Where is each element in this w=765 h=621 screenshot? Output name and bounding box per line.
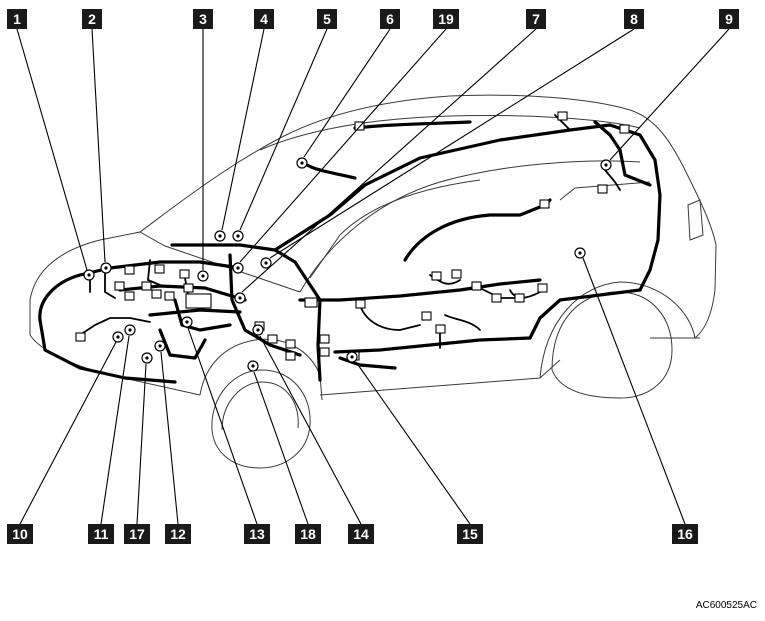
connector: [75, 332, 86, 342]
ground-point-16: [574, 247, 586, 259]
connector: [597, 184, 608, 194]
connectors: [75, 111, 630, 361]
svg-text:15: 15: [462, 526, 478, 542]
connector: [183, 283, 194, 293]
connector: [431, 271, 442, 281]
svg-text:5: 5: [323, 11, 331, 27]
svg-text:18: 18: [300, 526, 316, 542]
connector: [514, 293, 525, 303]
connector: [285, 339, 296, 349]
ground-point-14: [252, 324, 264, 336]
junction-block: [185, 293, 212, 309]
connector: [179, 269, 190, 279]
callout-1: 1: [7, 9, 27, 29]
connector: [319, 334, 330, 344]
ground-point-3: [197, 270, 209, 282]
callout-9: 9: [719, 9, 739, 29]
ground-point-6: [296, 157, 308, 169]
callout-13: 13: [244, 524, 270, 544]
ground-point-2: [100, 262, 112, 274]
connector: [124, 291, 135, 301]
svg-text:2: 2: [88, 11, 96, 27]
ground-point-19: [232, 262, 244, 274]
connector: [421, 311, 432, 321]
connector: [151, 289, 162, 299]
svg-text:14: 14: [353, 526, 369, 542]
connector: [471, 281, 482, 291]
svg-text:12: 12: [170, 526, 186, 542]
svg-text:3: 3: [199, 11, 207, 27]
connector: [285, 351, 296, 361]
svg-text:17: 17: [129, 526, 145, 542]
connector: [491, 293, 502, 303]
ground-point-13: [181, 316, 193, 328]
ground-point-1: [83, 269, 95, 281]
connector: [355, 299, 366, 309]
svg-text:19: 19: [438, 11, 454, 27]
callout-2: 2: [82, 9, 102, 29]
callout-11: 11: [88, 524, 114, 544]
wiring-harness-runs: [38, 114, 662, 384]
connector: [537, 283, 548, 293]
svg-text:10: 10: [12, 526, 28, 542]
callout-6: 6: [380, 9, 400, 29]
ground-point-15: [346, 351, 358, 363]
ground-point-18: [247, 360, 259, 372]
connector: [164, 291, 175, 301]
ground-point-8: [260, 257, 272, 269]
svg-text:8: 8: [630, 11, 638, 27]
callout-19: 19: [433, 9, 459, 29]
svg-text:1: 1: [13, 11, 21, 27]
callout-16: 16: [672, 524, 698, 544]
callout-17: 17: [124, 524, 150, 544]
svg-text:9: 9: [725, 11, 733, 27]
ground-point-10: [112, 331, 124, 343]
connector: [354, 121, 365, 131]
connector: [304, 297, 318, 308]
svg-text:6: 6: [386, 11, 394, 27]
callout-7: 7: [526, 9, 546, 29]
callout-12: 12: [165, 524, 191, 544]
connector: [141, 281, 152, 291]
figure-code: AC600525AC: [695, 600, 757, 611]
leader-lines: [16, 28, 730, 525]
ground-point-9: [600, 159, 612, 171]
svg-text:11: 11: [94, 526, 109, 542]
ground-point-4: [214, 230, 226, 242]
ground-point-12: [154, 340, 166, 352]
connector: [114, 281, 125, 291]
connector: [154, 264, 165, 274]
connector: [619, 124, 630, 134]
connector: [539, 199, 550, 209]
callout-18: 18: [295, 524, 321, 544]
callout-15: 15: [457, 524, 483, 544]
connector: [124, 265, 135, 275]
connector: [435, 324, 446, 334]
callout-14: 14: [348, 524, 374, 544]
svg-text:4: 4: [260, 11, 268, 27]
callout-10: 10: [7, 524, 33, 544]
connector: [267, 334, 278, 344]
connector: [451, 269, 462, 279]
ground-point-17: [141, 352, 153, 364]
callout-3: 3: [193, 9, 213, 29]
connector: [557, 111, 568, 121]
ground-point-7: [234, 292, 246, 304]
vehicle-body-outline: [29, 94, 717, 469]
ground-point-11: [124, 324, 136, 336]
connector: [319, 347, 330, 357]
svg-text:13: 13: [249, 526, 265, 542]
svg-text:16: 16: [677, 526, 693, 542]
callout-4: 4: [254, 9, 274, 29]
ground-points: [83, 157, 612, 372]
svg-text:7: 7: [532, 11, 540, 27]
ground-point-5: [232, 230, 244, 242]
callouts-bottom: 10 11 17 12 13 18 14 15: [7, 524, 698, 544]
callout-8: 8: [624, 9, 644, 29]
callouts-top: 1 2 3 4 5 6 19 7: [7, 9, 739, 29]
callout-5: 5: [317, 9, 337, 29]
